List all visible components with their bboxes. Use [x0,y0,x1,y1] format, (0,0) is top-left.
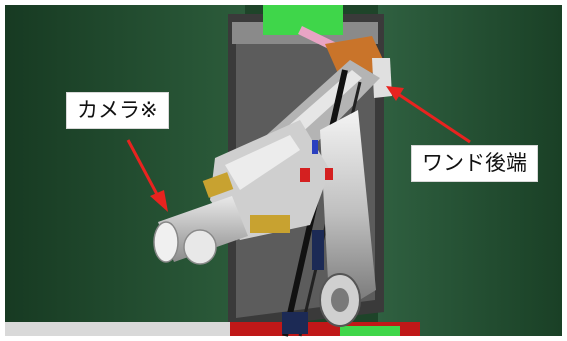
camera-arrow-head [150,190,168,212]
camera-label: カメラ※ [66,92,169,129]
wand-rear-arrow-head [386,86,404,101]
camera-arrow [126,139,162,201]
wand-rear-label: ワンド後端 [411,145,538,182]
wand-rear-arrow [397,92,471,144]
